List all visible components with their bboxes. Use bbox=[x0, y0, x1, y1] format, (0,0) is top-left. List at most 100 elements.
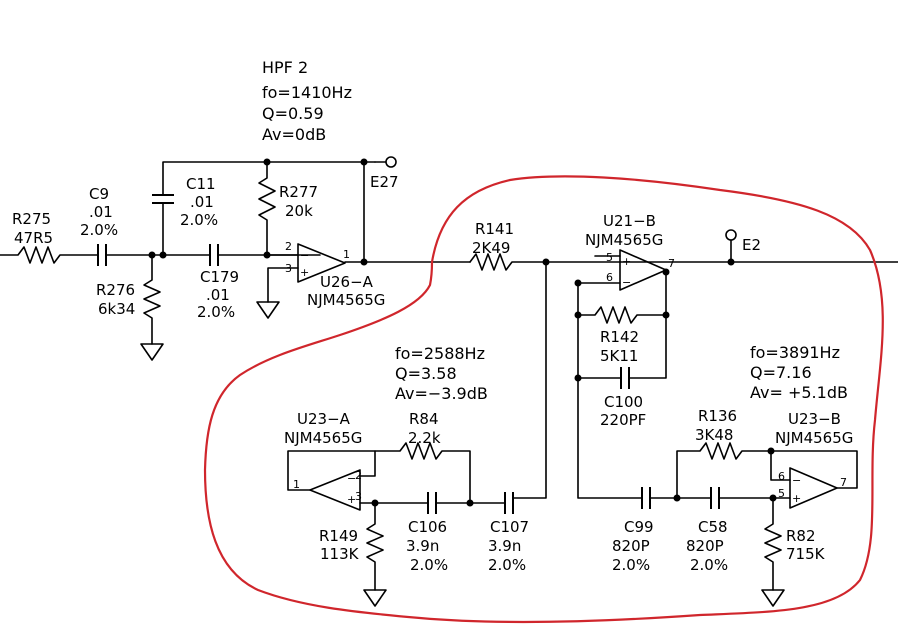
c100-ref: C100 bbox=[604, 393, 643, 411]
svg-text:7: 7 bbox=[668, 257, 675, 270]
c58-value: 820P bbox=[686, 537, 724, 555]
svg-text:2: 2 bbox=[285, 240, 292, 253]
capacitor-c11 bbox=[152, 194, 174, 204]
svg-text:6: 6 bbox=[606, 271, 613, 284]
hpf2-av: Av=0dB bbox=[262, 125, 326, 144]
hpf2-q: Q=0.59 bbox=[262, 104, 324, 123]
c99-ref: C99 bbox=[624, 518, 654, 536]
capacitor-c9 bbox=[97, 244, 107, 266]
c58-tolerance: 2.0% bbox=[690, 556, 728, 574]
u23a-wiring bbox=[287, 442, 506, 591]
u23a-part: NJM4565G bbox=[284, 429, 362, 447]
hpf2-fo: fo=1410Hz bbox=[262, 83, 352, 102]
c106-value: 3.9n bbox=[406, 537, 439, 555]
u23b-ref: U23−B bbox=[788, 410, 841, 428]
r277-ref: R277 bbox=[279, 183, 318, 201]
svg-text:−: − bbox=[347, 472, 356, 485]
c99-value: 820P bbox=[612, 537, 650, 555]
svg-text:+: + bbox=[622, 255, 631, 268]
r82-ref: R82 bbox=[786, 527, 816, 545]
capacitor-c100 bbox=[620, 367, 630, 389]
c9-ref: C9 bbox=[89, 185, 109, 203]
opamp-u23a: − + 2 3 1 bbox=[293, 469, 362, 511]
svg-text:−: − bbox=[300, 249, 309, 262]
hpf2-wiring bbox=[0, 161, 898, 345]
u26a-part: NJM4565G bbox=[307, 291, 385, 309]
c100-value: 220PF bbox=[600, 411, 646, 429]
svg-text:5: 5 bbox=[778, 487, 785, 500]
capacitor-c58 bbox=[710, 487, 720, 509]
ground-icon bbox=[761, 589, 785, 607]
r141-value: 2K49 bbox=[472, 239, 510, 257]
svg-text:2: 2 bbox=[355, 469, 362, 482]
c107-tolerance: 2.0% bbox=[488, 556, 526, 574]
svg-text:1: 1 bbox=[343, 248, 350, 261]
junction-dots bbox=[673, 447, 777, 502]
e27-label: E27 bbox=[370, 173, 399, 191]
c179-ref: C179 bbox=[200, 268, 239, 286]
ground-icon bbox=[256, 301, 280, 319]
stage3-fo: fo=3891Hz bbox=[750, 343, 840, 362]
stage3-q: Q=7.16 bbox=[750, 363, 812, 382]
c106-tolerance: 2.0% bbox=[410, 556, 448, 574]
svg-text:6: 6 bbox=[778, 470, 785, 483]
r82-value: 715K bbox=[786, 545, 826, 563]
stage2-av: Av=−3.9dB bbox=[395, 384, 488, 403]
junction-dots bbox=[148, 158, 368, 266]
r275-ref: R275 bbox=[12, 210, 51, 228]
svg-text:3: 3 bbox=[285, 262, 292, 275]
ground-icon bbox=[140, 343, 164, 361]
svg-text:7: 7 bbox=[840, 476, 847, 489]
svg-text:+: + bbox=[300, 266, 309, 279]
svg-text:5: 5 bbox=[606, 251, 613, 264]
c179-value: .01 bbox=[206, 286, 230, 304]
u23b-part: NJM4565G bbox=[775, 429, 853, 447]
r277-value: 20k bbox=[285, 202, 313, 220]
c58-ref: C58 bbox=[698, 518, 728, 536]
junction-dots bbox=[542, 258, 735, 382]
u23a-ref: U23−A bbox=[297, 410, 351, 428]
svg-text:−: − bbox=[622, 276, 631, 289]
svg-text:3: 3 bbox=[355, 490, 362, 503]
opamp-u23b: − + 6 5 7 bbox=[778, 467, 847, 509]
r142-ref: R142 bbox=[600, 328, 639, 346]
svg-text:−: − bbox=[792, 474, 801, 487]
r276-ref: R276 bbox=[96, 281, 135, 299]
r84-ref: R84 bbox=[409, 410, 439, 428]
capacitor-c179 bbox=[209, 244, 219, 266]
svg-text:+: + bbox=[347, 493, 356, 506]
stage3-av: Av= +5.1dB bbox=[750, 383, 848, 402]
testpoint-e2 bbox=[725, 229, 737, 241]
junction-dots bbox=[371, 499, 474, 507]
c99-tolerance: 2.0% bbox=[612, 556, 650, 574]
opamp-u26a: − + 2 3 1 bbox=[285, 240, 350, 283]
c106-ref: C106 bbox=[408, 518, 447, 536]
u21b-ref: U21−B bbox=[603, 212, 656, 230]
r275-value: 47R5 bbox=[14, 229, 53, 247]
capacitor-c99 bbox=[641, 487, 651, 509]
c107-value: 3.9n bbox=[488, 537, 521, 555]
hpf2-title: HPF 2 bbox=[262, 58, 308, 77]
red-annotation-outline bbox=[203, 175, 884, 624]
svg-text:+: + bbox=[792, 492, 801, 505]
r141-ref: R141 bbox=[475, 220, 514, 238]
stage2-fo: fo=2588Hz bbox=[395, 344, 485, 363]
u23b-wiring bbox=[649, 442, 858, 591]
r142-value: 5K11 bbox=[600, 347, 638, 365]
r149-ref: R149 bbox=[319, 527, 358, 545]
capacitor-c106 bbox=[427, 492, 437, 514]
svg-text:1: 1 bbox=[293, 478, 300, 491]
opamp-u21b: + − 5 6 7 bbox=[606, 249, 675, 291]
c179-tolerance: 2.0% bbox=[197, 303, 235, 321]
c9-tolerance: 2.0% bbox=[80, 221, 118, 239]
u26a-ref: U26−A bbox=[320, 273, 374, 291]
r136-ref: R136 bbox=[698, 407, 737, 425]
c9-value: .01 bbox=[89, 203, 113, 221]
r276-value: 6k34 bbox=[98, 300, 135, 318]
ground-icon bbox=[363, 589, 387, 607]
c11-tolerance: 2.0% bbox=[180, 211, 218, 229]
c107-ref: C107 bbox=[490, 518, 529, 536]
testpoint-e27 bbox=[374, 156, 397, 168]
r136-value: 3K48 bbox=[695, 426, 733, 444]
